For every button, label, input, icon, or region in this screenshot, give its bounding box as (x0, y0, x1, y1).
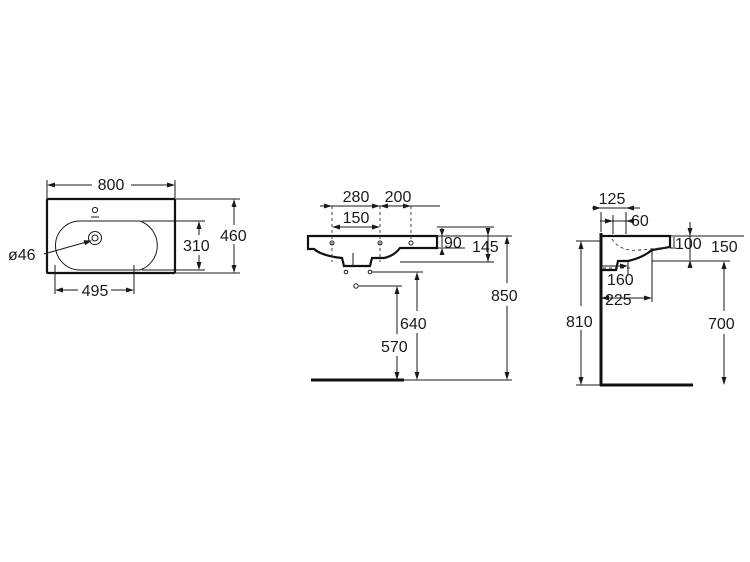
dim-supply-height: 570 (381, 339, 408, 356)
dim-width: 800 (98, 177, 125, 194)
dim-projection-125: 125 (599, 191, 626, 208)
tap-hole (91, 206, 99, 214)
top-view: 800 460 310 495 ø46 (8, 177, 247, 300)
dim-total-height: 850 (491, 288, 518, 305)
dim-waste-height: 640 (400, 316, 427, 333)
dim-drain: ø46 (8, 247, 36, 264)
dim-bowl-depth: 310 (183, 238, 210, 255)
drain-inner (91, 234, 99, 242)
basin-side-outline (601, 234, 672, 272)
front-view: 280 200 150 90 145 850 640 (306, 189, 518, 382)
dim-rim-150: 150 (711, 239, 738, 256)
dim-projection-60: 60 (631, 213, 649, 230)
dim-tap-spacing-200: 200 (385, 189, 412, 206)
dim-rim-90: 90 (444, 235, 462, 252)
dim-rim-100: 100 (675, 236, 702, 253)
bowl-outline (55, 220, 158, 271)
basin-outline (45, 197, 177, 275)
dim-rim-145: 145 (472, 239, 499, 256)
dim-underside-height: 700 (708, 316, 735, 333)
side-view: 125 60 100 150 160 225 810 (566, 191, 744, 387)
dim-tap-spacing-150: 150 (343, 210, 370, 227)
dim-tap-spacing-280: 280 (343, 189, 370, 206)
dim-wall-height: 810 (566, 314, 593, 331)
drain-outer (88, 231, 102, 245)
dim-bowl-offset-225: 225 (605, 292, 632, 309)
dim-bowl-offset-160: 160 (607, 272, 634, 289)
basin-front-outline (306, 234, 439, 268)
dim-depth: 460 (220, 228, 247, 245)
dim-bowl-width: 495 (82, 283, 109, 300)
